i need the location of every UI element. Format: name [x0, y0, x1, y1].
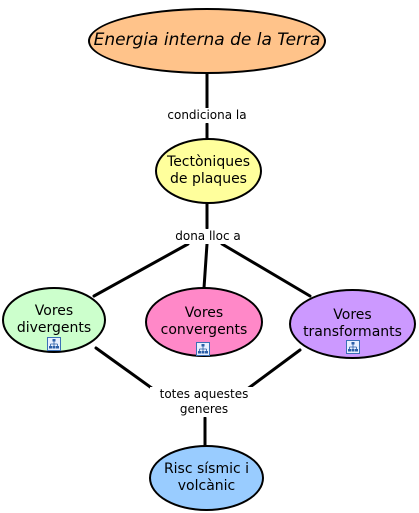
concept-map-icon[interactable] — [47, 337, 61, 351]
node-tectoniques-label: Tectòniques de plaques — [167, 153, 250, 188]
node-energia-interna-label: Energia interna de la Terra — [93, 30, 321, 51]
line-dona-convergents — [202, 242, 209, 290]
line-transformants-totes — [244, 348, 302, 392]
node-risc-label: Risc sísmic i volcànic — [163, 460, 250, 495]
line-divergents-totes — [94, 346, 162, 396]
node-transformants[interactable]: Vores transformants — [289, 289, 416, 359]
link-label-totes: totes aquestes generes — [150, 387, 258, 417]
line-dona-divergents — [92, 242, 190, 298]
node-tectoniques[interactable]: Tectòniques de plaques — [155, 138, 262, 204]
line-dona-transformants — [220, 242, 312, 298]
node-convergents[interactable]: Vores convergents — [145, 287, 263, 357]
concept-map-icon[interactable] — [346, 340, 360, 354]
node-divergents-label: Vores divergents — [16, 302, 92, 337]
link-label-dona: dona lloc a — [170, 229, 246, 244]
node-convergents-label: Vores convergents — [160, 304, 248, 339]
node-energia-interna[interactable]: Energia interna de la Terra — [88, 8, 326, 74]
link-label-condiciona: condiciona la — [164, 108, 250, 123]
node-risc[interactable]: Risc sísmic i volcànic — [149, 445, 264, 511]
node-transformants-label: Vores transformants — [303, 306, 402, 341]
node-divergents[interactable]: Vores divergents — [2, 287, 106, 353]
concept-map-icon[interactable] — [196, 342, 210, 356]
